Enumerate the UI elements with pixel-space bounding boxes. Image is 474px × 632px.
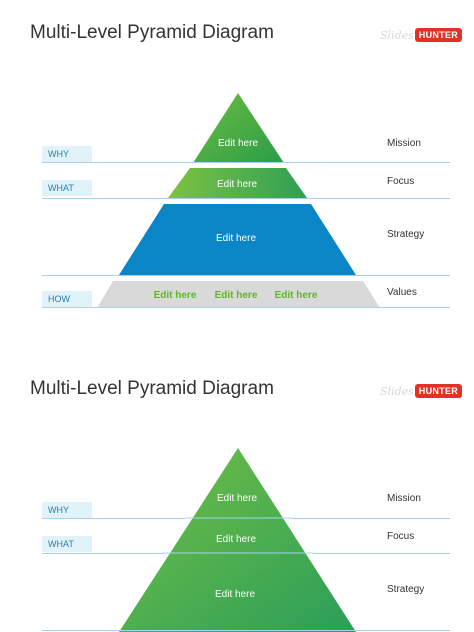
- divider-line: [42, 630, 450, 631]
- base-text-3[interactable]: Edit here: [275, 290, 318, 301]
- base-text-2[interactable]: Edit here: [215, 290, 258, 301]
- tier-bottom-text[interactable]: Edit here: [216, 233, 256, 244]
- slide-1: Multi-Level Pyramid Diagram Slides HUNTE…: [30, 22, 463, 308]
- divider-line: [42, 307, 450, 308]
- pyramid-diagram: Edit here Edit here Edit here Edit here …: [97, 93, 380, 308]
- label-focus: Focus: [387, 176, 415, 187]
- label-focus: Focus: [387, 531, 415, 542]
- divider-line: [291, 518, 450, 519]
- divider-line: [42, 198, 450, 199]
- slideshunter-logo: Slides HUNTER: [380, 27, 463, 43]
- logo-prefix: Slides: [380, 384, 414, 398]
- divider-line: [42, 162, 450, 163]
- logo-brand: HUNTER: [414, 384, 463, 398]
- slideshunter-logo: Slides HUNTER: [380, 383, 463, 399]
- slide-title: Multi-Level Pyramid Diagram: [30, 22, 274, 43]
- tag-how: HOW: [42, 291, 92, 307]
- pyramid-tier-bottom: [119, 204, 356, 275]
- label-mission: Mission: [387, 493, 421, 504]
- label-strategy: Strategy: [387, 229, 425, 240]
- pyramid-base-band: [97, 281, 380, 308]
- slide-title: Multi-Level Pyramid Diagram: [30, 378, 274, 399]
- pyramid-tier-middle: [168, 168, 307, 198]
- tier-bottom-text[interactable]: Edit here: [215, 589, 255, 600]
- base-text-1[interactable]: Edit here: [154, 290, 197, 301]
- tag-why: WHY: [42, 502, 92, 518]
- divider-line: [42, 518, 185, 519]
- logo-prefix: Slides: [380, 28, 414, 42]
- tag-what: WHAT: [42, 180, 92, 196]
- tier-middle-text[interactable]: Edit here: [216, 534, 256, 545]
- divider-line: [42, 553, 163, 554]
- label-values: Values: [387, 287, 417, 298]
- pyramid-full: [119, 448, 356, 632]
- pyramid-diagram: Edit here Edit here Edit here: [119, 448, 356, 632]
- label-strategy: Strategy: [387, 584, 425, 595]
- tag-why: WHY: [42, 146, 92, 162]
- tag-what: WHAT: [42, 536, 92, 552]
- tier-top-text[interactable]: Edit here: [218, 138, 258, 149]
- divider-line: [42, 275, 450, 276]
- pyramid-tier-top: [193, 93, 284, 163]
- slide-2: Multi-Level Pyramid Diagram Slides HUNTE…: [0, 316, 474, 632]
- logo-brand: HUNTER: [414, 28, 463, 42]
- tier-top-text[interactable]: Edit here: [217, 493, 257, 504]
- label-mission: Mission: [387, 138, 421, 149]
- divider-line: [313, 553, 450, 554]
- tier-middle-text[interactable]: Edit here: [217, 179, 257, 190]
